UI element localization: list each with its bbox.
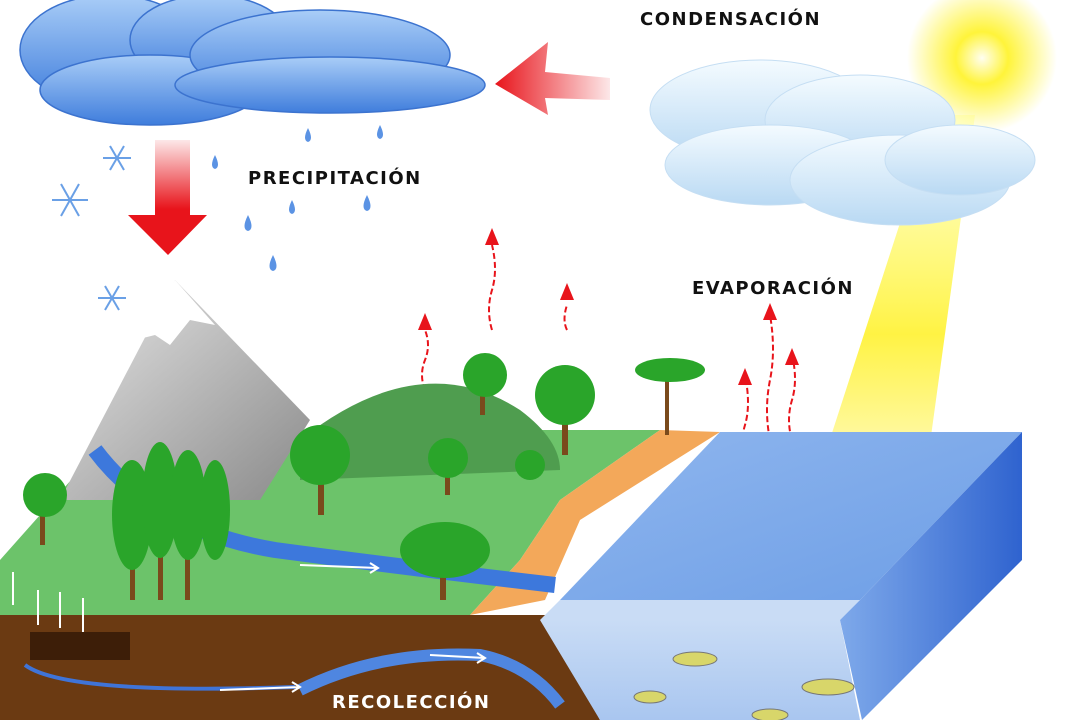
- hill: [300, 383, 560, 480]
- label-precipitation: PRECIPITACIÓN: [248, 168, 422, 189]
- condensation-arrow: [495, 42, 610, 115]
- infiltration-arrows: [12, 572, 84, 632]
- beach: [470, 430, 720, 615]
- ocean-surface: [560, 432, 1022, 600]
- snowflake-icons: [52, 145, 131, 311]
- mountain: [60, 280, 310, 500]
- groundwater-flow: [297, 648, 565, 709]
- label-collection: RECOLECCIÓN: [332, 692, 491, 713]
- trees: [23, 353, 705, 600]
- label-evaporation: EVAPORACIÓN: [692, 278, 854, 299]
- raindrops: [212, 125, 383, 271]
- condensation-cloud: [649, 59, 1036, 226]
- label-condensation: CONDENSACIÓN: [640, 9, 822, 30]
- precipitation-arrow: [128, 140, 207, 255]
- ocean-side: [840, 432, 1022, 720]
- soil: [0, 615, 600, 720]
- rain-cloud: [19, 0, 486, 126]
- ocean-front: [540, 620, 860, 720]
- flow-arrows: [219, 562, 487, 693]
- fish: [633, 651, 855, 720]
